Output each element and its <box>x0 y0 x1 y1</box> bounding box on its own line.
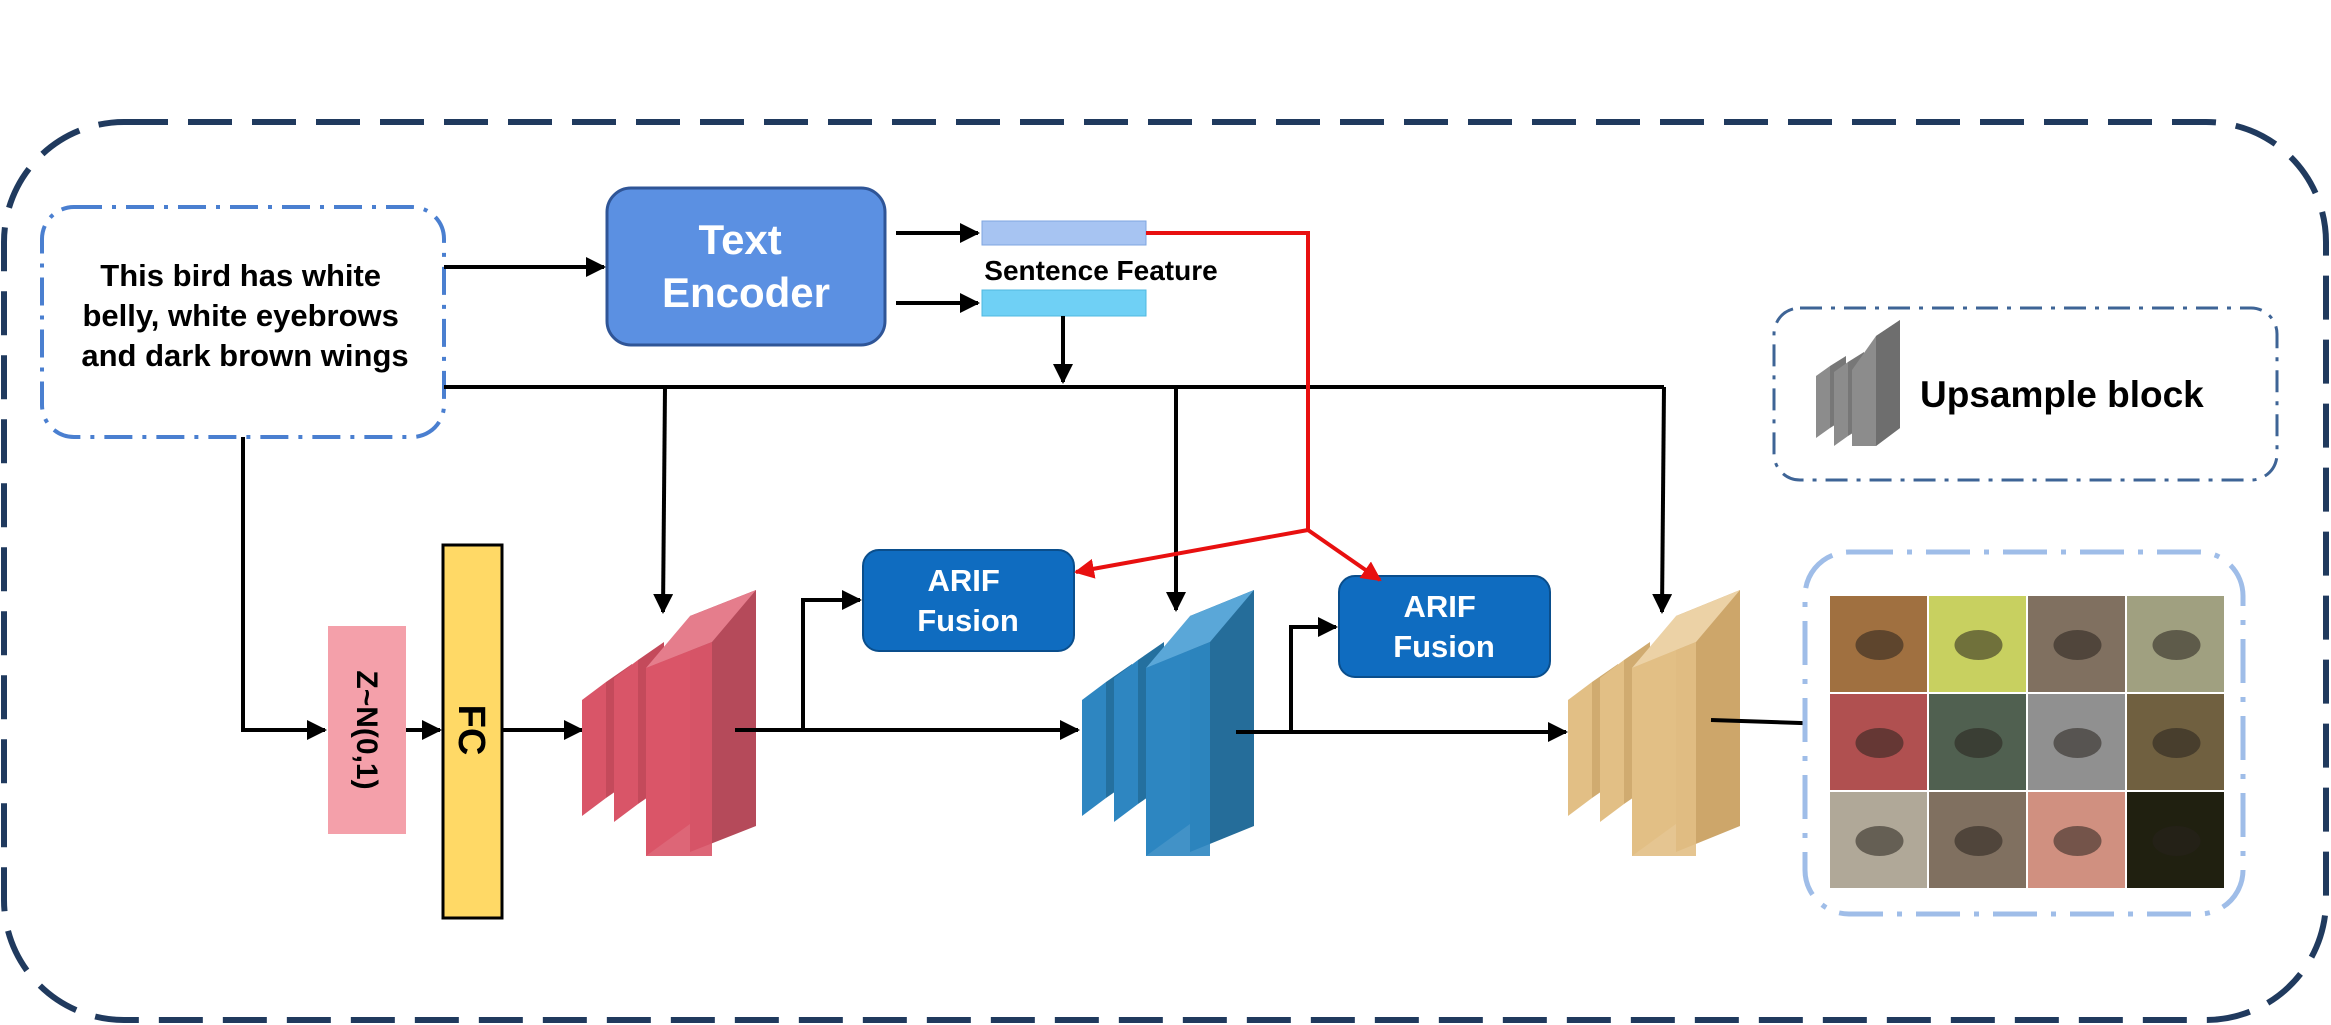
fc-box: FC <box>441 543 504 920</box>
red-sentence-feature-line <box>1146 231 1310 530</box>
arrow-to-arif-1 <box>801 590 862 730</box>
legend-box: Upsample block <box>1772 306 2279 482</box>
caption-line-2: belly, white eyebrows <box>82 298 398 333</box>
text-encoder-line-2: Encoder <box>662 269 830 316</box>
bird-silhouette <box>1855 630 1904 660</box>
sentence-feature-bar-top <box>981 220 1147 246</box>
arrow-caption-to-noise <box>241 437 327 740</box>
caption-line-3: and dark brown wings <box>81 338 408 373</box>
bird-silhouette <box>1954 826 2003 856</box>
text-encoder-box: Text Encoder <box>605 186 887 347</box>
legend-upsample-icon <box>1816 320 1900 446</box>
svg-text:ARIF Fusion: ARIF Fusion <box>917 563 1019 638</box>
upsample-block-3 <box>1568 590 1740 856</box>
caption-box: This bird has white belly, white eyebrow… <box>40 205 446 439</box>
arif-1-line-1: ARIF <box>928 563 1000 598</box>
caption-line-1: This bird has white <box>100 258 381 293</box>
bird-silhouette <box>2152 826 2201 856</box>
svg-text:This bird has white bell: This bird has white belly, white eyebrow… <box>81 258 408 373</box>
bird-silhouette <box>1855 728 1904 758</box>
arrow-to-block-1 <box>653 386 674 614</box>
bird-silhouette <box>2152 728 2201 758</box>
bird-silhouette <box>1954 728 2003 758</box>
upsample-block-1 <box>582 590 756 856</box>
legend-label: Upsample block <box>1920 374 2204 415</box>
fc-label: FC <box>450 705 492 756</box>
bird-silhouette <box>1855 826 1904 856</box>
outer-frame <box>1 119 2329 1023</box>
arif-1-line-2: Fusion <box>917 603 1019 638</box>
svg-text:Text Encoder: Text Encoder <box>662 216 830 316</box>
upsample-block-2 <box>1082 590 1254 856</box>
red-arrow-to-arif-2 <box>1306 528 1382 582</box>
bird-silhouette <box>2053 630 2102 660</box>
noise-label: Z~N(0,1) <box>350 670 383 789</box>
output-images-panel <box>1802 549 2246 917</box>
sentence-feature-bar-bottom <box>981 289 1147 317</box>
text-encoder-line-1: Text <box>699 216 782 263</box>
sentence-feature-label: Sentence Feature <box>984 255 1217 286</box>
bird-silhouette <box>1954 630 2003 660</box>
noise-box: Z~N(0,1) <box>328 626 406 834</box>
arrow-to-arif-2 <box>1289 617 1338 732</box>
red-arrow-to-arif-1 <box>1074 528 1309 579</box>
bird-silhouette <box>2152 630 2201 660</box>
arif-fusion-2: ARIF Fusion <box>1338 575 1551 678</box>
bird-silhouette <box>2053 728 2102 758</box>
arrow-to-block-3 <box>1652 386 1673 614</box>
bird-silhouette <box>2053 826 2102 856</box>
arif-fusion-1: ARIF Fusion <box>862 549 1075 652</box>
arif-2-line-2: Fusion <box>1393 629 1495 664</box>
generated-image-grid <box>1830 596 2224 888</box>
arif-2-line-1: ARIF <box>1404 589 1476 624</box>
svg-text:ARIF Fusion: ARIF Fusion <box>1393 589 1495 664</box>
